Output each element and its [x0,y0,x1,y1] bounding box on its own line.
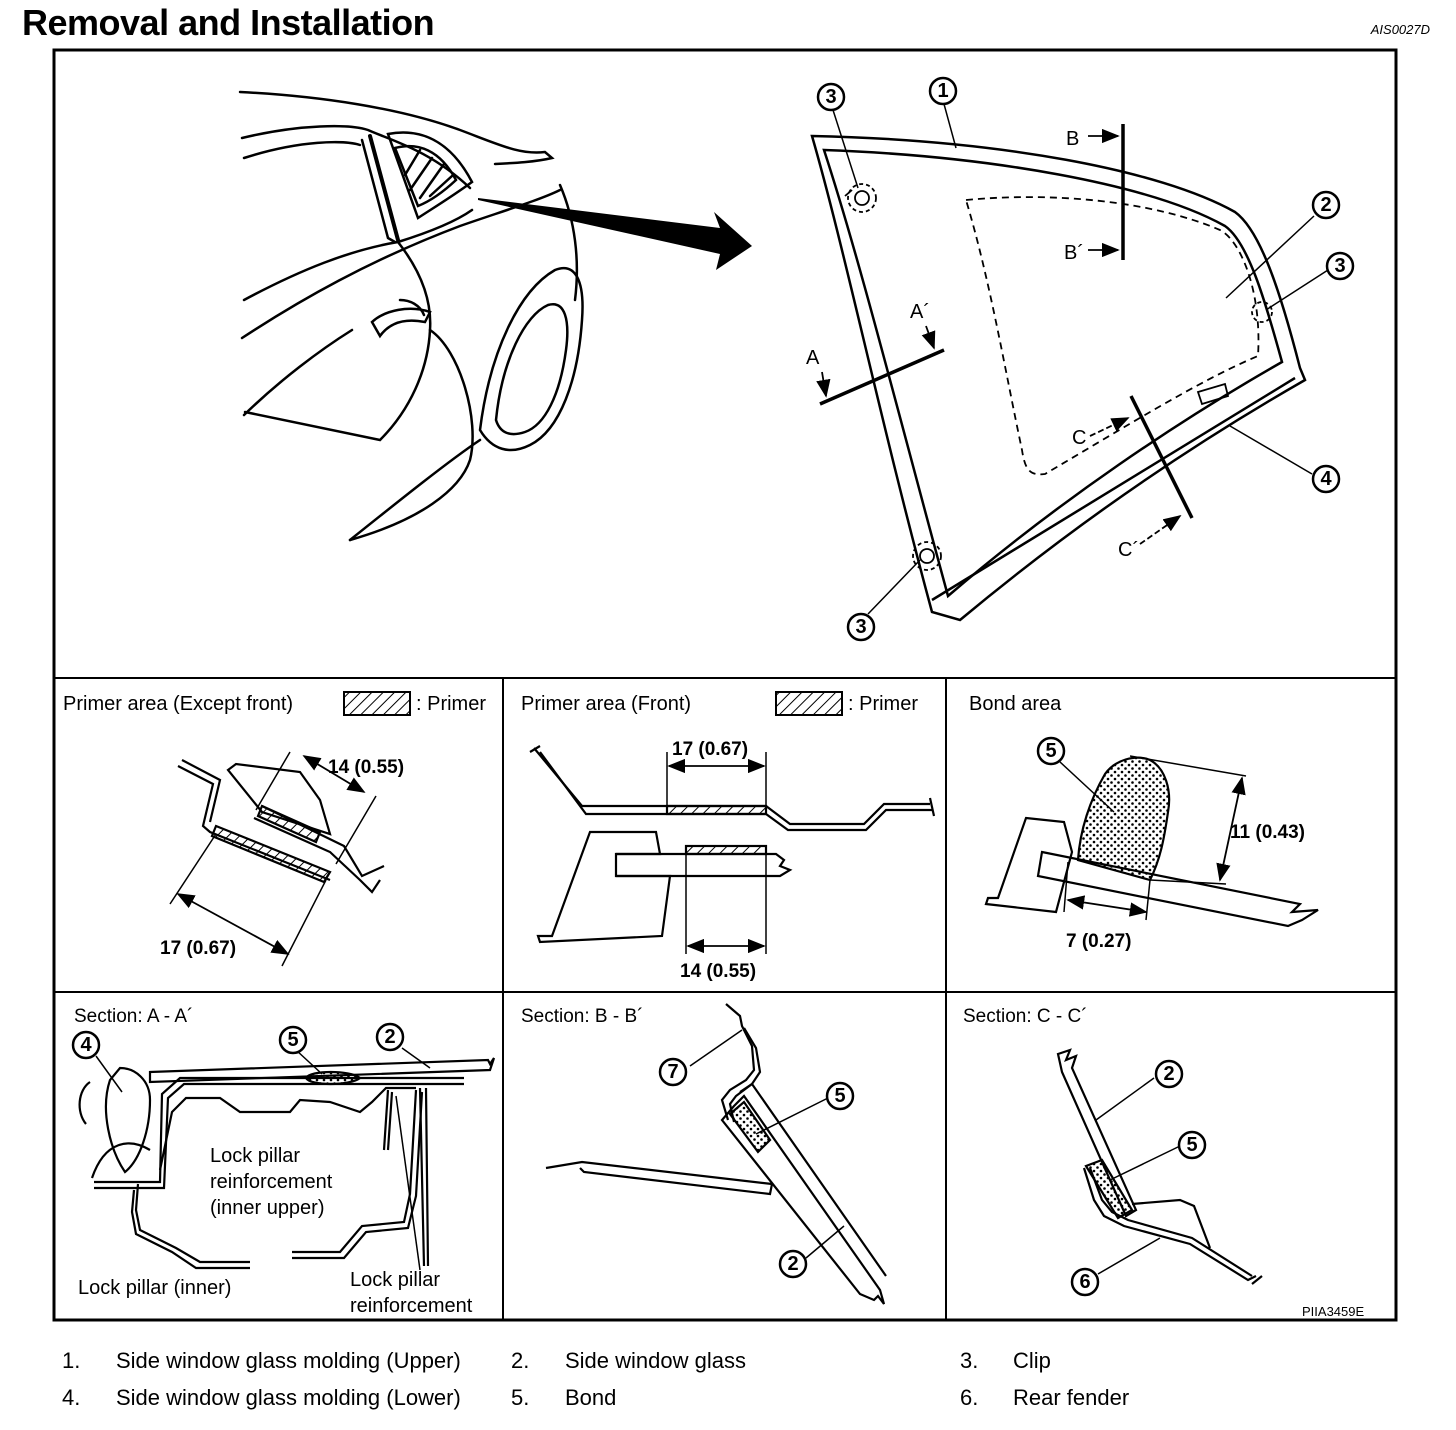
callout-2: 2 [1154,1059,1184,1089]
panel-title: Section: A - A´ [74,1006,193,1027]
legend-num: 5. [511,1385,530,1410]
marker-a: A [806,347,820,369]
marker-b-prime: B´ [1064,242,1084,264]
overview-callouts: 1 3 2 3 4 3 [816,76,1355,642]
callout-2: 2 [778,1249,808,1279]
figure-frame [52,48,1398,1322]
legend-text: Side window glass [565,1348,746,1373]
parts-legend: 1. Side window glass molding (Upper) 2. … [0,1340,1456,1430]
legend-num: 3. [960,1348,979,1373]
callout-5: 5 [278,1025,308,1055]
panel-title: Section: B - B´ [521,1006,644,1027]
installation-diagram: 1 3 2 3 4 3 B B´ A A´ C C´ Primer area (… [52,48,1398,1322]
callout-2: 2 [375,1022,405,1052]
svg-text:2: 2 [384,1026,395,1048]
panel-bond-area: Bond area 11 (0.43) 7 (0.27) 5 [969,693,1319,952]
svg-text:2: 2 [787,1253,798,1275]
svg-text:5: 5 [1186,1134,1197,1156]
callout-3-bottom: 3 [846,612,876,642]
document-code: AIS0027D [1370,22,1430,37]
legend-text: Side window glass molding (Lower) [116,1385,461,1410]
callout-1: 1 [928,76,958,106]
callout-3-top: 3 [816,82,846,112]
section-cut-lines [816,103,1329,615]
legend-text: Clip [1013,1348,1051,1373]
label-lock-pillar-inner: Lock pillar (inner) [78,1277,231,1299]
callout-7: 7 [658,1057,688,1087]
marker-c-prime: C´ [1118,539,1139,561]
label-reinf-1: Lock pillar [350,1269,440,1291]
legend-num: 6. [960,1385,979,1410]
primer-legend: : Primer [848,693,918,715]
svg-text:5: 5 [287,1029,298,1051]
marker-b: B [1066,128,1079,150]
label-reinf-upper-2: reinforcement [210,1171,333,1193]
label-reinf-upper-1: Lock pillar [210,1145,300,1167]
panel-title: Primer area (Except front) [63,693,293,715]
figure-code: PIIA3459E [1302,1304,1364,1319]
panel-section-b: Section: B - B´ 7 5 2 [521,1003,887,1305]
panel-primer-front: Primer area (Front) : Primer 17 (0.67) 1… [521,691,936,982]
legend-text: Bond [565,1385,617,1410]
panel-title: Bond area [969,693,1062,715]
callout-6: 6 [1070,1267,1100,1297]
panel-title: Primer area (Front) [521,693,691,715]
callout-2: 2 [1311,190,1341,220]
svg-text:3: 3 [855,616,866,638]
panel-title: Section: C - C´ [963,1006,1088,1027]
panel-section-c: Section: C - C´ 2 5 6 PIIA3459E [963,1006,1364,1319]
label-reinf-2: reinforcement [350,1295,473,1317]
dim-height: 11 (0.43) [1230,822,1305,843]
dim-lower: 17 (0.67) [160,938,236,959]
side-window-glass-drawing [810,134,1307,622]
legend-text: Rear fender [1013,1385,1130,1410]
page-title: Removal and Installation [22,2,435,43]
svg-text:3: 3 [1334,255,1345,277]
legend-num: 2. [511,1348,530,1373]
direction-arrow-icon [478,198,752,270]
panel-primer-except-front: Primer area (Except front) : Primer 14 (… [63,691,486,967]
callout-3-right: 3 [1325,251,1355,281]
car-rear-quarter-drawing [238,90,584,542]
panel-section-a: Section: A - A´ 4 5 2 Lock pillar reinfo… [71,1006,496,1317]
primer-legend: : Primer [416,693,486,715]
label-reinf-upper-3: (inner upper) [210,1197,325,1219]
dim-width: 7 (0.27) [1066,931,1131,952]
callout-5: 5 [1036,736,1066,766]
svg-text:2: 2 [1320,194,1331,216]
svg-text:5: 5 [834,1085,845,1107]
dim-upper: 14 (0.55) [328,757,404,778]
callout-5: 5 [825,1081,855,1111]
svg-text:4: 4 [80,1034,92,1056]
legend-num: 1. [62,1348,81,1373]
svg-text:3: 3 [825,86,836,108]
dim-upper: 17 (0.67) [672,739,748,760]
primer-swatch [343,691,411,716]
callout-4: 4 [71,1030,101,1060]
svg-text:2: 2 [1163,1063,1174,1085]
dim-lower: 14 (0.55) [680,961,756,982]
marker-a-prime: A´ [910,301,930,323]
callout-4: 4 [1311,464,1341,494]
legend-num: 4. [62,1385,81,1410]
svg-text:6: 6 [1079,1271,1090,1293]
section-markers: B B´ A A´ C C´ [806,128,1139,561]
svg-text:1: 1 [937,80,948,102]
marker-c: C [1072,427,1086,449]
legend-text: Side window glass molding (Upper) [116,1348,461,1373]
primer-swatch [775,691,843,716]
svg-text:5: 5 [1045,740,1056,762]
callout-5: 5 [1177,1130,1207,1160]
svg-text:7: 7 [667,1061,678,1083]
svg-text:4: 4 [1320,468,1332,490]
